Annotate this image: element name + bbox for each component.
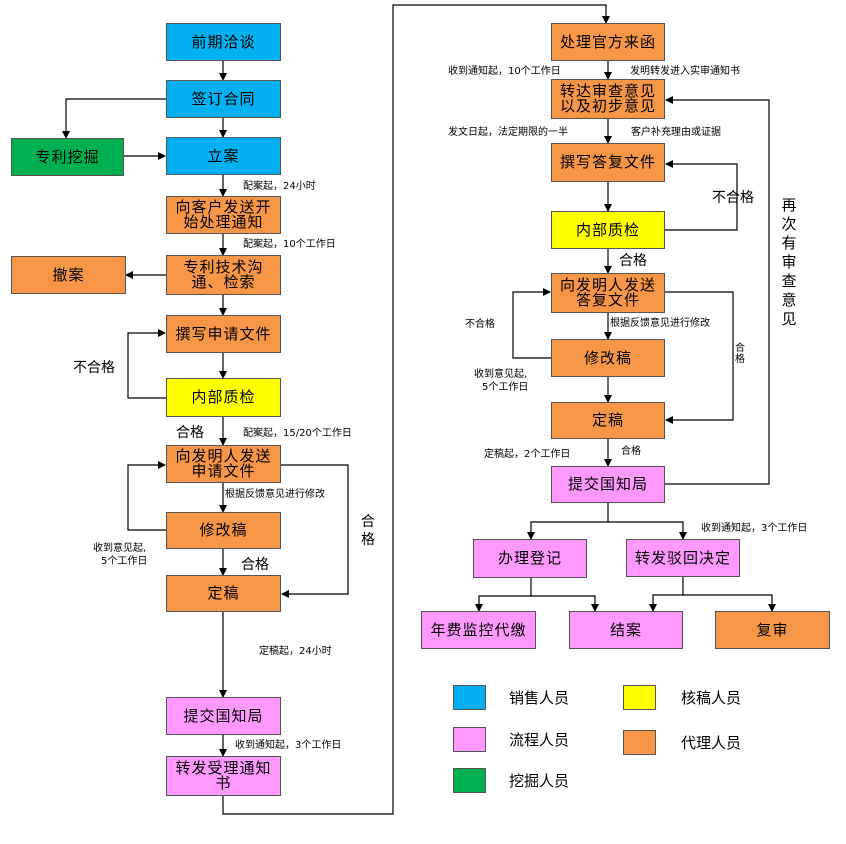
box-fushen: 复审 [715, 611, 830, 649]
label-shoudao-l-1: 收到意见起, [93, 543, 147, 554]
label-peian-15-20: 配案起，15/20个工作日 [243, 428, 352, 439]
box-send-start: 向客户发送开始处理通知 [166, 196, 281, 234]
legend-swatch-sales [453, 685, 486, 710]
legend-swatch-process [453, 727, 486, 752]
box-xiugai-r: 修改稿 [551, 339, 665, 377]
label-hege-r-side: 合格 [735, 343, 745, 365]
box-tijiao-l: 提交国知局 [166, 697, 281, 735]
box-dinggao-l: 定稿 [166, 575, 281, 612]
label-genju-r: 根据反馈意见进行修改 [610, 318, 710, 329]
legend-label-agent: 代理人员 [681, 734, 742, 752]
label-hege-2: 合格 [241, 557, 269, 573]
box-banli-dengji: 办理登记 [473, 539, 587, 578]
box-zhuanxie-dafu: 撰写答复文件 [551, 143, 665, 182]
label-zaici: 再次有审查意见 [781, 196, 797, 328]
legend-label-process: 流程人员 [509, 731, 570, 749]
label-hege-3b: 格 [361, 532, 375, 548]
label-buhege-r: 不合格 [712, 190, 754, 206]
box-dinggao-r: 定稿 [551, 402, 665, 439]
label-shoudao-3d: 收到通知起，3个工作日 [235, 740, 342, 751]
box-zhijian-l: 内部质检 [166, 378, 281, 417]
label-peian-24h: 配案起，24小时 [243, 181, 316, 192]
label-fawen: 发文日起，法定期限的一半 [448, 127, 568, 138]
box-chuli-guanfang: 处理官方来函 [551, 23, 665, 61]
label-shoudao-l-2: 5个工作日 [101, 556, 148, 567]
legend-label-mining: 挖掘人员 [509, 772, 570, 790]
box-tijiao-r: 提交国知局 [551, 466, 665, 503]
label-buhege-1: 不合格 [73, 360, 115, 376]
box-lian: 立案 [166, 137, 281, 175]
box-qianding: 签订合同 [166, 80, 281, 118]
box-zhuanda-shencha: 转达审查意见以及初步意见 [551, 79, 665, 119]
box-xiugai-l: 修改稿 [166, 512, 281, 549]
label-peian-10d: 配案起，10个工作日 [243, 239, 336, 250]
label-shoudao-10d: 收到通知起，10个工作日 [448, 66, 561, 77]
box-zhuanli-wajue: 专利挖掘 [11, 138, 124, 176]
legend-swatch-agent [623, 730, 656, 755]
legend-label-sales: 销售人员 [509, 689, 570, 707]
box-jishu-goutong: 专利技术沟通、检索 [166, 255, 281, 295]
label-shoudao-r-2: 5个工作日 [482, 382, 529, 393]
box-chean: 撤案 [11, 256, 126, 294]
label-genju-l: 根据反馈意见进行修改 [225, 489, 325, 500]
label-kehu-bu: 客户补充理由或证据 [631, 127, 721, 138]
label-buhege-r2: 不合格 [465, 319, 495, 330]
label-shoudao-r-1: 收到意见起, [474, 369, 528, 380]
box-zhuanfa-shouli: 转发受理通知书 [166, 756, 281, 796]
label-dinggao-24h: 定稿起，24小时 [259, 646, 332, 657]
box-send-inventor-l: 向发明人发送申请文件 [166, 445, 281, 483]
legend-swatch-mining [453, 768, 486, 793]
label-hege-r2: 合格 [621, 446, 641, 457]
label-hege-1: 合格 [176, 425, 204, 441]
label-dinggao-2d: 定稿起，2个工作日 [484, 449, 571, 460]
label-hege-r: 合格 [619, 253, 647, 269]
box-send-inventor-r: 向发明人发送答复文件 [551, 273, 665, 313]
box-zhijian-r: 内部质检 [551, 211, 665, 249]
box-nianfei: 年费监控代缴 [421, 611, 536, 649]
legend-swatch-review [623, 685, 656, 710]
box-qianqi: 前期洽谈 [166, 23, 281, 61]
label-shoudao-3d-r: 收到通知起，3个工作日 [701, 523, 808, 534]
legend-label-review: 核稿人员 [681, 689, 742, 707]
label-hege-3: 合 [361, 514, 375, 530]
label-faming-shishen: 发明转发进入实审通知书 [630, 66, 740, 77]
box-zhuanfa-bohui: 转发驳回决定 [626, 539, 740, 577]
box-jiean: 结案 [569, 611, 683, 649]
box-zhuanxie-l: 撰写申请文件 [166, 315, 281, 353]
